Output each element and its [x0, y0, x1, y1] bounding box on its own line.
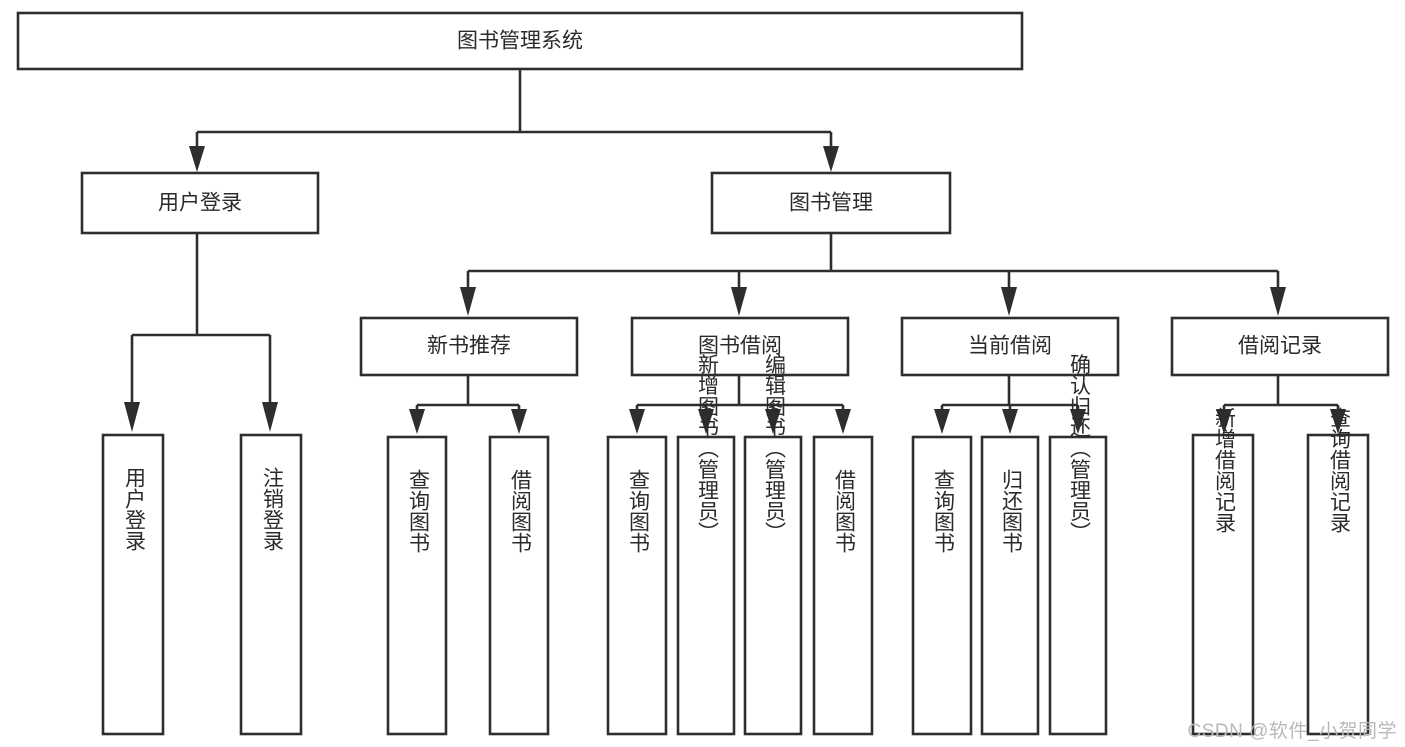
node-user-login-label: 用户登录: [158, 192, 242, 215]
node-leaf-query-borrow-record[interactable]: 查询借阅记录: [1306, 407, 1370, 736]
node-current-borrow-label: 当前借阅: [968, 335, 1052, 358]
arrow-to-leaf-query-book-2: [629, 409, 645, 434]
arrow-to-user-login: [189, 146, 205, 172]
node-root-label: 图书管理系统: [457, 30, 583, 53]
arrow-to-book-management: [823, 146, 839, 172]
node-borrow-record-label: 借阅记录: [1238, 335, 1322, 358]
node-leaf-query-borrow-record-label: 查询借阅记录: [1327, 407, 1351, 533]
node-leaf-borrow-book-2[interactable]: 借阅图书: [812, 435, 874, 736]
arrow-to-leaf-logout-login: [262, 402, 278, 432]
node-leaf-query-book-3[interactable]: 查询图书: [911, 435, 973, 736]
node-leaf-query-book-3-label: 查询图书: [931, 469, 955, 553]
node-leaf-confirm-return[interactable]: 确认归还（管理员）: [1048, 354, 1108, 736]
arrow-to-new-book-recommend: [460, 287, 476, 316]
arrow-to-leaf-borrow-book-2: [835, 409, 851, 434]
node-leaf-add-book[interactable]: 新增图书（管理员）: [676, 354, 736, 736]
node-leaf-confirm-return-label: 确认归还（管理员）: [1067, 354, 1091, 543]
node-leaf-add-borrow-record[interactable]: 新增借阅记录: [1191, 407, 1255, 736]
arrow-to-leaf-add-book: [698, 409, 714, 434]
arrow-to-leaf-query-book-3: [934, 409, 950, 434]
arrow-to-leaf-query-borrow-record: [1330, 409, 1346, 434]
node-new-book-recommend[interactable]: 新书推荐: [359, 316, 579, 377]
node-current-borrow[interactable]: 当前借阅: [900, 316, 1120, 377]
arrow-to-leaf-add-borrow-record: [1216, 409, 1232, 434]
arrow-to-leaf-query-book-1: [409, 409, 425, 434]
arrow-to-current-borrow: [1001, 287, 1017, 316]
node-leaf-user-login[interactable]: 用户登录: [101, 433, 165, 736]
node-leaf-edit-book[interactable]: 编辑图书（管理员）: [743, 354, 803, 736]
arrow-to-leaf-borrow-book-1: [511, 409, 527, 434]
node-book-borrow-label: 图书借阅: [698, 335, 782, 358]
node-leaf-query-book-2-label: 查询图书: [626, 469, 650, 553]
arrow-to-book-borrow: [731, 287, 747, 316]
node-leaf-query-book-1[interactable]: 查询图书: [386, 435, 448, 736]
csdn-watermark: CSDN @软件_小贺同学: [1187, 721, 1397, 742]
node-leaf-logout-login[interactable]: 注销登录: [239, 433, 303, 736]
connector-layer: [124, 69, 1346, 434]
node-borrow-record[interactable]: 借阅记录: [1170, 316, 1390, 377]
node-new-book-recommend-label: 新书推荐: [427, 335, 511, 358]
node-book-management-label: 图书管理: [789, 192, 873, 215]
arrow-to-leaf-return-book: [1002, 409, 1018, 434]
node-book-borrow[interactable]: 图书借阅: [630, 316, 850, 377]
arrow-to-leaf-confirm-return: [1070, 409, 1086, 434]
node-leaf-borrow-book-1-label: 借阅图书: [508, 469, 532, 553]
node-leaf-query-book-2[interactable]: 查询图书: [606, 435, 668, 736]
node-leaf-borrow-book-2-label: 借阅图书: [832, 469, 856, 553]
arrow-to-borrow-record: [1270, 287, 1286, 316]
node-book-management[interactable]: 图书管理: [710, 171, 952, 235]
node-leaf-edit-book-label: 编辑图书（管理员）: [762, 354, 786, 543]
node-leaf-query-book-1-label: 查询图书: [406, 469, 430, 553]
node-user-login[interactable]: 用户登录: [80, 171, 320, 235]
arrow-to-leaf-edit-book: [765, 409, 781, 434]
node-leaf-return-book-label: 归还图书: [999, 469, 1023, 553]
node-leaf-add-book-label: 新增图书（管理员）: [695, 354, 719, 543]
node-leaf-return-book[interactable]: 归还图书: [980, 435, 1040, 736]
node-root[interactable]: 图书管理系统: [16, 11, 1024, 71]
node-leaf-user-login-label: 用户登录: [122, 467, 146, 551]
node-leaf-logout-login-label: 注销登录: [260, 467, 284, 551]
arrow-to-leaf-user-login: [124, 402, 140, 432]
node-leaf-add-borrow-record-label: 新增借阅记录: [1212, 407, 1236, 533]
node-leaf-borrow-book-1[interactable]: 借阅图书: [488, 435, 550, 736]
